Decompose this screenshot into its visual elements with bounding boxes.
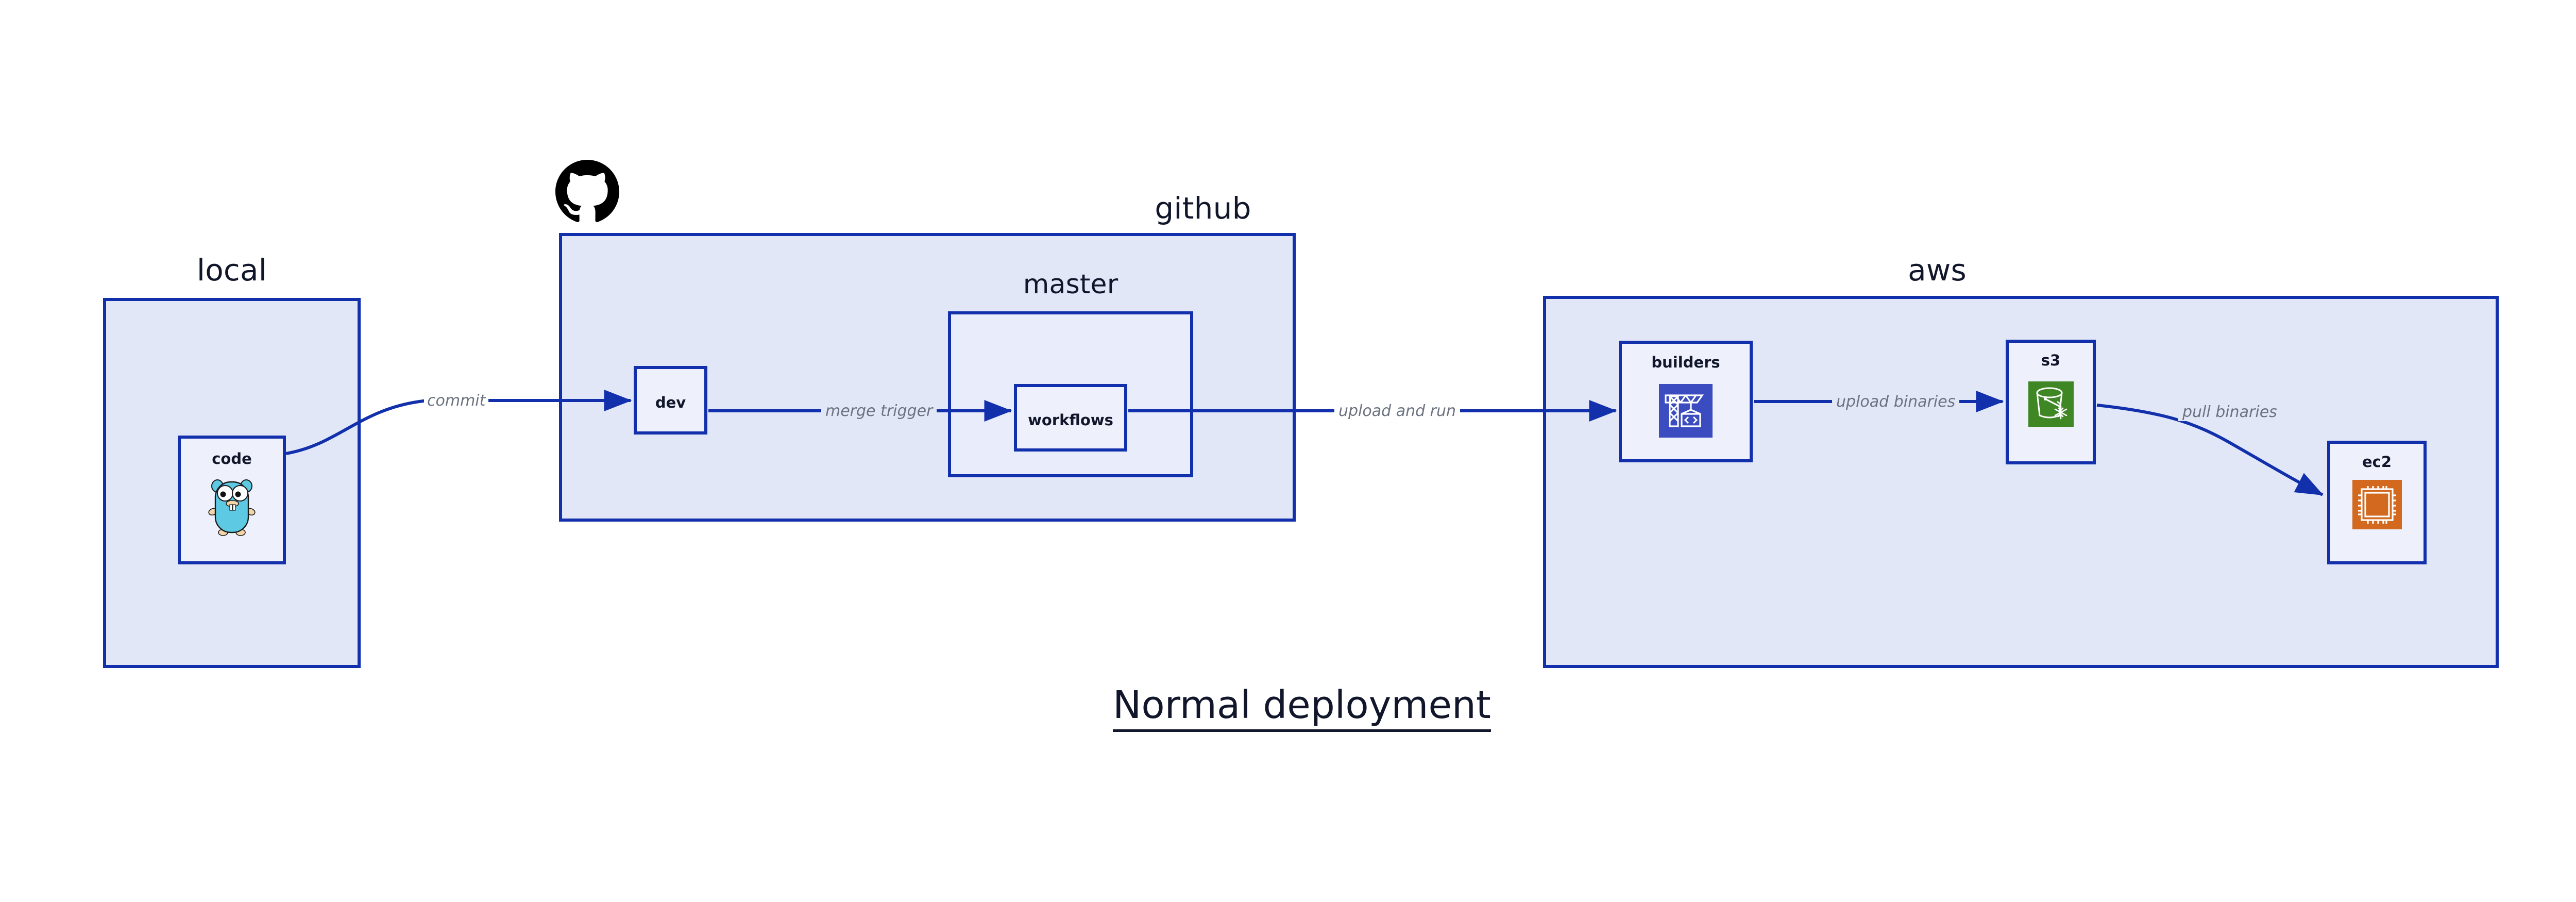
node-code[interactable]: code (178, 436, 286, 564)
node-dev-label: dev (655, 394, 686, 411)
node-ec2-label: ec2 (2362, 453, 2392, 471)
go-gopher-icon (207, 475, 257, 537)
diagram-title-text: Normal deployment (1113, 683, 1491, 732)
node-ec2[interactable]: ec2 (2327, 441, 2427, 564)
node-s3-label: s3 (2041, 352, 2061, 369)
node-code-label: code (212, 450, 252, 467)
github-octocat-icon (555, 160, 619, 224)
node-builders-label: builders (1651, 354, 1720, 371)
edge-label-commit: commit (424, 392, 489, 410)
group-label-github: github (1155, 191, 1251, 226)
node-builders[interactable]: builders (1619, 341, 1753, 462)
node-workflows-label: workflows (1028, 411, 1113, 429)
edge-label-upload-binaries: upload binaries (1832, 393, 1960, 411)
node-workflows[interactable]: workflows (1014, 384, 1127, 452)
edge-label-merge-trigger: merge trigger (821, 402, 937, 420)
group-label-local: local (196, 253, 267, 288)
diagram-title: Normal deployment (0, 683, 2576, 732)
node-s3[interactable]: s3 (2006, 340, 2096, 464)
aws-s3-glacier-icon (2028, 381, 2074, 427)
aws-ec2-icon (2352, 480, 2402, 529)
aws-codebuild-icon (1659, 384, 1713, 438)
group-label-master: master (1023, 269, 1118, 300)
group-label-aws: aws (1908, 253, 1967, 288)
edge-label-upload-and-run: upload and run (1334, 402, 1461, 420)
edge-label-pull-binaries: pull binaries (2178, 403, 2281, 421)
node-dev[interactable]: dev (634, 366, 707, 435)
